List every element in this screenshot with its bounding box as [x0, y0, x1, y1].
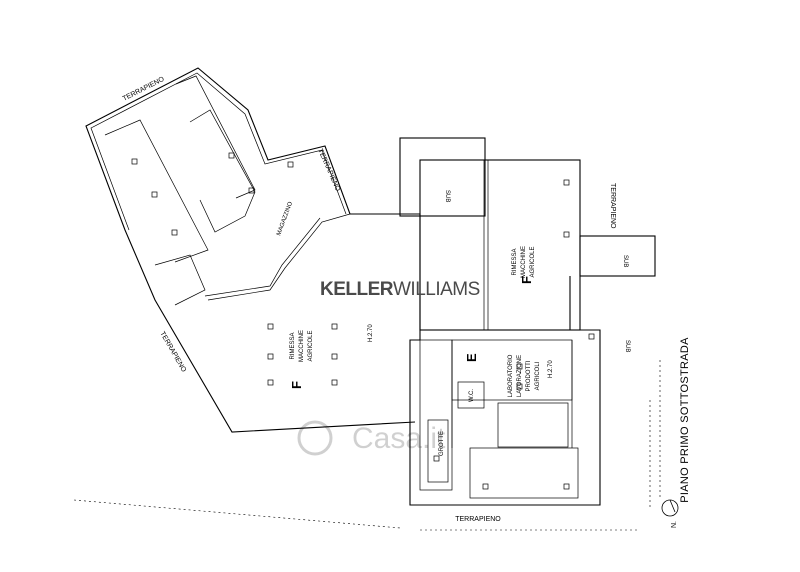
height-left-label: H.2.70 — [368, 324, 374, 342]
terrapieno-dashes — [73, 360, 661, 531]
watermark-brand: KELLERWILLIAMS — [320, 279, 480, 300]
lab-line2: LAVORAZIONE — [517, 355, 523, 397]
laboratorio-label: LABORATORIO LAVORAZIONE PRODOTTI AGRICOL… — [508, 354, 541, 397]
pillars — [131, 152, 595, 490]
rimessa-right-line2: MACCHINE — [521, 246, 527, 278]
watermark-brand-williams: WILLIAMS — [393, 279, 480, 300]
grotte-label: GROTTE — [439, 431, 445, 456]
terrapieno-right-label: TERRAPIENO — [609, 183, 616, 229]
terrapieno-top-label: TERRAPIENO — [122, 76, 166, 103]
rimessa-left-label: RIMESSA MACCHINE AGRICOLE — [290, 330, 314, 362]
watermark-site: Casa.it — [297, 420, 446, 456]
lab-line3: PRODOTTI — [526, 360, 532, 391]
rimessa-right-line1: RIMESSA — [512, 248, 518, 275]
letter-f-right: F — [519, 276, 534, 284]
sub-right-label: SUB — [624, 340, 630, 352]
rimessa-left-line2: MACCHINE — [299, 330, 305, 362]
rimessa-right-line3: AGRICOLE — [530, 246, 536, 277]
letter-e: E — [464, 353, 479, 362]
sub-right-box-label: SUB — [622, 255, 628, 267]
watermark-site-text: Casa.it — [352, 422, 446, 455]
magazzino-wing-walls — [85, 67, 416, 433]
lab-line1: LABORATORIO — [508, 354, 514, 397]
rimessa-right-label: RIMESSA MACCHINE AGRICOLE — [512, 246, 536, 278]
terrapieno-bottom-label: TERRAPIENO — [455, 516, 501, 523]
height-lab-label: H.2.70 — [548, 360, 554, 378]
lab-line4: AGRICOLI — [535, 361, 541, 390]
rimessa-left-line3: AGRICOLE — [308, 330, 314, 361]
sub-top-label: SUB — [444, 190, 450, 202]
plan-title: PIANO PRIMO SOTTOSTRADA — [679, 337, 691, 503]
north-label: N. — [671, 521, 678, 528]
wc-label: W.C. — [469, 389, 475, 402]
north-indicator: N. — [661, 499, 679, 528]
right-block-walls — [350, 137, 656, 506]
terrapieno-left-label: TERRAPIENO — [158, 331, 187, 374]
letter-f-left: F — [289, 381, 304, 389]
watermark-brand-keller: KELLER — [320, 279, 394, 300]
magazzino-label: MAGAZZINO — [276, 201, 294, 237]
rimessa-left-line1: RIMESSA — [290, 332, 296, 359]
